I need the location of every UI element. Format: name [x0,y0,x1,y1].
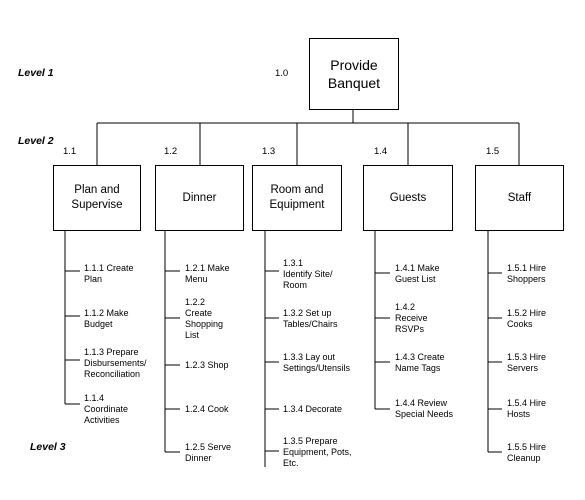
col4-box: Guests [363,165,453,231]
root-box: Provide Banquet [309,38,399,110]
col5-box: Staff [475,165,564,231]
root-number: 1.0 [275,68,289,79]
col1-item: 1.1.1 Create Plan [84,263,134,284]
col1-number: 1.1 [63,146,77,157]
col1-item: 1.1.3 Prepare Disbursements/ Reconciliat… [84,347,147,379]
col5-number: 1.5 [486,146,500,157]
col1-item: 1.1.2 Make Budget [84,308,129,329]
col3-number: 1.3 [262,146,276,157]
col4-number: 1.4 [374,146,388,157]
col3-item: 1.3.1 Identify Site/ Room [283,258,333,290]
col3-item: 1.3.2 Set up Tables/Chairs [283,308,338,329]
col3-item: 1.3.4 Decorate [283,404,343,414]
col3-box: Room and Equipment [252,165,342,231]
col2-item: 1.2.1 Make Menu [185,263,230,284]
col4-item: 1.4.1 Make Guest List [395,263,440,284]
col3-item: 1.3.3 Lay out Settings/Utensils [283,352,351,373]
col4-item: 1.4.3 Create Name Tags [395,352,445,373]
col2-item: 1.2.3 Shop [185,360,229,370]
col2-item: 1.2.5 Serve Dinner [185,442,232,463]
col1-box: Plan and Supervise [53,165,141,231]
col4-item: 1.4.4 Review Special Needs [395,398,454,419]
col1-item: 1.1.4 Coordinate Activities [84,393,129,425]
col5-item: 1.5.4 Hire Hosts [507,398,547,419]
level-3-label: Level 3 [30,441,66,453]
col3-item: 1.3.5 Prepare Equipment, Pots, Etc. [283,436,352,468]
col5-item: 1.5.3 Hire Servers [507,352,547,373]
col5-item: 1.5.1 Hire Shoppers [507,263,547,284]
col4-item: 1.4.2 Receive RSVPs [395,302,428,334]
col2-item: 1.2.2 Create Shopping List [185,297,224,340]
col2-box: Dinner [155,165,244,231]
col2-item: 1.2.4 Cook [185,404,229,414]
col2-number: 1.2 [164,146,178,157]
level-1-label: Level 1 [18,67,54,79]
col5-item: 1.5.5 Hire Cleanup [507,442,547,463]
col5-item: 1.5.2 Hire Cooks [507,308,547,329]
level-2-label: Level 2 [18,135,54,147]
